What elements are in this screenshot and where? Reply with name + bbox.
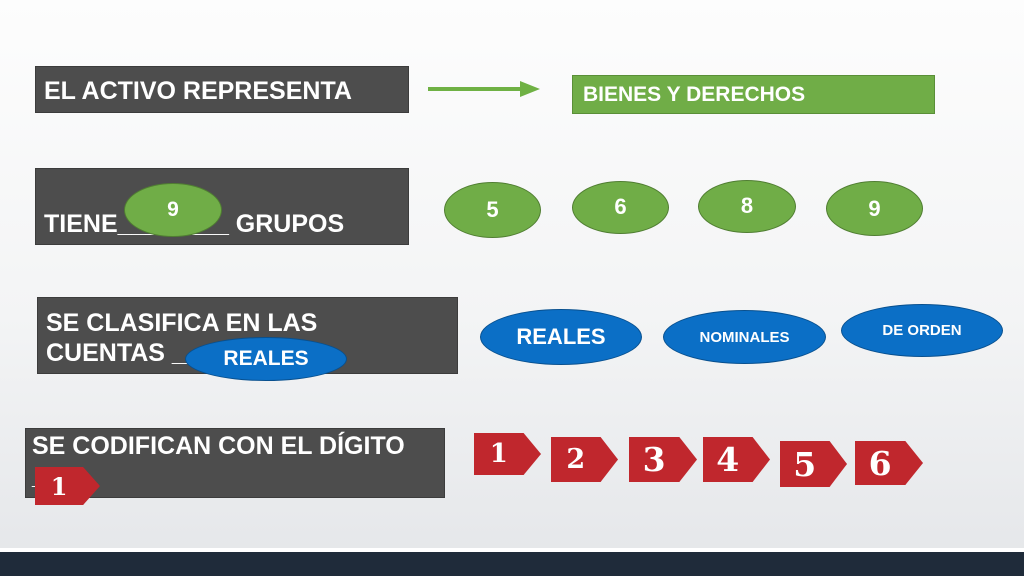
grupos-option-8[interactable]: 8 bbox=[698, 180, 796, 233]
grupos-answer-oval[interactable]: 9 bbox=[124, 183, 222, 237]
digit-option-6[interactable]: 6 bbox=[855, 441, 923, 485]
option-label: 6 bbox=[614, 194, 627, 219]
activo-label-text: EL ACTIVO REPRESENTA bbox=[44, 77, 352, 105]
digit-option-3[interactable]: 3 bbox=[629, 437, 697, 482]
clasifica-answer-oval[interactable]: REALES bbox=[185, 337, 347, 381]
activo-label-box: EL ACTIVO REPRESENTA bbox=[35, 66, 409, 113]
digit-option-2[interactable]: 2 bbox=[551, 437, 618, 482]
option-label: REALES bbox=[516, 324, 606, 349]
arrow-head-icon bbox=[520, 81, 540, 97]
digit-option-1[interactable]: 1 bbox=[474, 433, 541, 475]
option-label: 6 bbox=[868, 443, 892, 483]
option-label: 1 bbox=[489, 439, 508, 469]
grupos-option-5[interactable]: 5 bbox=[444, 182, 541, 238]
grupos-option-6[interactable]: 6 bbox=[572, 181, 669, 234]
option-de-orden[interactable]: DE ORDEN bbox=[841, 304, 1003, 357]
option-label: 8 bbox=[740, 193, 754, 218]
option-label: 9 bbox=[868, 195, 881, 221]
grupos-label-box: TIENE________ GRUPOS bbox=[35, 168, 409, 245]
option-label: 5 bbox=[793, 444, 817, 484]
grupos-label-prefix: TIENE bbox=[44, 210, 118, 238]
clasifica-label-line1: SE CLASIFICA EN LAS bbox=[46, 309, 318, 337]
footer-divider bbox=[0, 548, 1024, 552]
clasifica-answer-text: REALES bbox=[223, 347, 309, 370]
bienes-derechos-text: BIENES Y DERECHOS bbox=[583, 83, 806, 106]
digito-answer-text: 1 bbox=[50, 471, 68, 501]
bienes-derechos-answer[interactable]: BIENES Y DERECHOS bbox=[572, 75, 935, 114]
option-label: 4 bbox=[716, 440, 740, 479]
grupos-label-suffix: GRUPOS bbox=[228, 210, 345, 238]
option-reales[interactable]: REALES bbox=[480, 309, 642, 365]
digito-label-line1: SE CODIFICAN CON EL DÍGITO bbox=[32, 432, 405, 460]
footer-bar bbox=[0, 552, 1024, 576]
digito-label-box: SE CODIFICAN CON EL DÍGITO ____ bbox=[25, 428, 445, 498]
option-label: DE ORDEN bbox=[882, 322, 962, 339]
option-label: NOMINALES bbox=[699, 328, 790, 346]
option-label: 3 bbox=[642, 440, 666, 479]
option-label: 2 bbox=[566, 444, 586, 475]
digit-option-5[interactable]: 5 bbox=[780, 441, 847, 487]
digit-option-4[interactable]: 4 bbox=[703, 437, 770, 482]
option-label: 5 bbox=[486, 197, 499, 222]
grupos-answer-text: 9 bbox=[167, 198, 179, 221]
grupos-option-9[interactable]: 9 bbox=[826, 181, 923, 236]
arrow-right-icon bbox=[428, 87, 524, 91]
option-nominales[interactable]: NOMINALES bbox=[663, 310, 826, 364]
